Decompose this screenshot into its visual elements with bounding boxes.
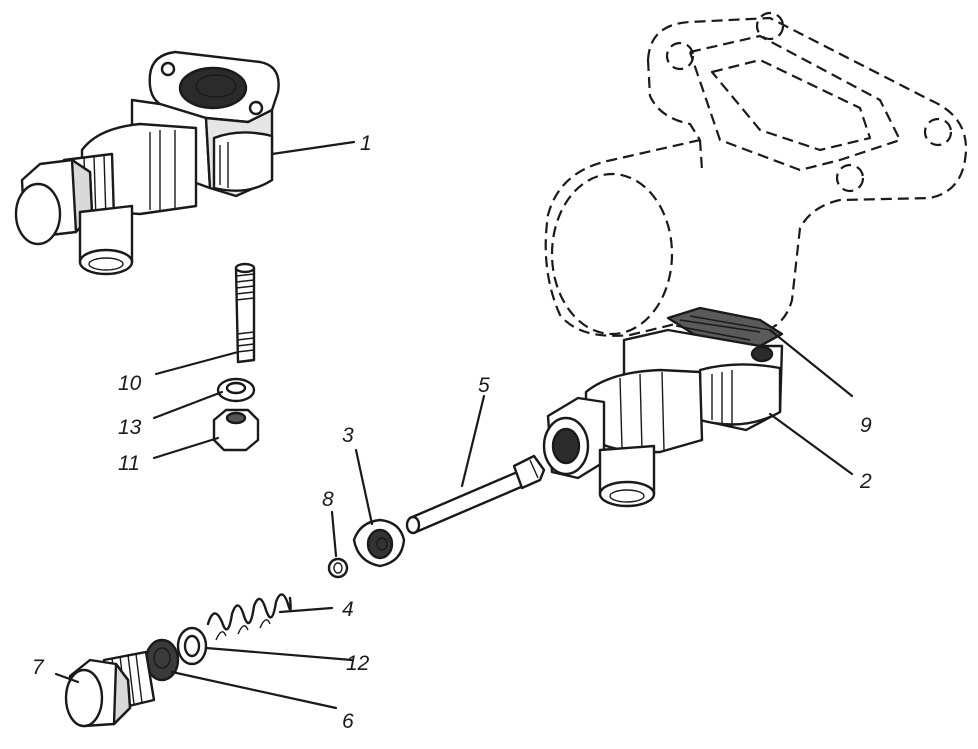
- callout-12: 12: [346, 652, 370, 675]
- leader-3: [354, 448, 374, 526]
- callout-11: 11: [118, 452, 140, 475]
- leader-lines: [54, 140, 854, 710]
- callout-2: 2: [859, 470, 872, 493]
- callout-6: 6: [342, 710, 354, 733]
- leader-12: [204, 646, 354, 662]
- callout-5: 5: [478, 374, 490, 397]
- leader-2: [768, 412, 854, 476]
- callout-8: 8: [322, 488, 334, 511]
- leader-4: [278, 606, 334, 614]
- callout-1: 1: [360, 132, 372, 155]
- leader-9: [768, 328, 854, 398]
- manifold-outline-dashed: [544, 11, 968, 337]
- callout-labels: 1 2 3 4 5 6 7 8 9 10 11 12 13: [32, 132, 872, 733]
- retaining-ring-part-8: [327, 557, 349, 579]
- leader-10: [154, 350, 240, 376]
- hex-nut-part-11: [212, 408, 260, 452]
- leader-8: [330, 510, 338, 558]
- leader-6: [170, 670, 338, 710]
- plug-bolt-part-7: [64, 650, 156, 728]
- stud-part-10: [234, 262, 256, 364]
- leader-7: [54, 672, 80, 684]
- leader-11: [152, 436, 220, 460]
- leader-1: [270, 140, 356, 156]
- valve-pin-part-5: [405, 454, 546, 535]
- valve-body-part-2: [542, 306, 784, 508]
- leader-5: [460, 394, 486, 488]
- callout-10: 10: [118, 372, 142, 395]
- washer-part-12: [176, 626, 208, 666]
- callout-13: 13: [118, 416, 142, 439]
- callout-3: 3: [342, 424, 354, 447]
- callout-7: 7: [32, 656, 45, 679]
- callout-9: 9: [860, 414, 872, 437]
- lock-washer-part-13: [216, 377, 256, 403]
- valve-body-part-1: [14, 50, 280, 276]
- spring-part-4: [206, 593, 292, 641]
- leader-13: [152, 390, 224, 420]
- callout-4: 4: [342, 598, 354, 621]
- valve-head-part-3: [352, 518, 406, 568]
